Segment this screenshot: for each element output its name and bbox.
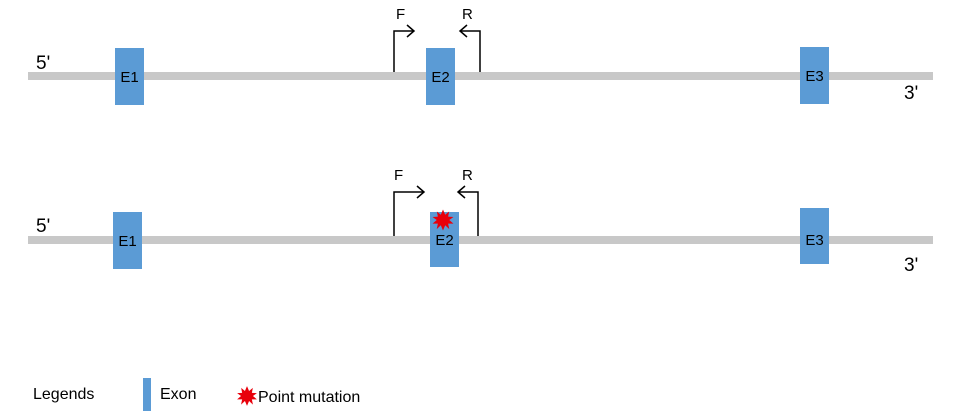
exon-box xyxy=(115,48,144,105)
exon-box xyxy=(800,208,829,264)
track-wild-type: 5' 3' E1 E2 E3 F R xyxy=(28,6,933,105)
reverse-primer: R xyxy=(458,6,481,72)
reverse-primer-label: R xyxy=(462,6,473,23)
three-prime-label: 3' xyxy=(904,255,918,276)
exon-label: E1 xyxy=(118,233,136,250)
three-prime-label: 3' xyxy=(904,83,918,104)
legend-title: Legends xyxy=(33,386,94,403)
forward-primer-arrow-icon xyxy=(393,24,416,72)
five-prime-label: 5' xyxy=(36,216,50,237)
exon-box xyxy=(800,47,829,104)
forward-primer-label: F xyxy=(396,6,405,23)
exon-e1: E1 xyxy=(115,48,144,105)
legend: Legends Exon Point mutation xyxy=(33,378,360,411)
track-mutant: 5' 3' E1 E2 E3 F R xyxy=(28,167,933,276)
point-mutation-icon xyxy=(432,209,454,231)
legend-mutation-label: Point mutation xyxy=(258,389,360,406)
exon-label: E3 xyxy=(805,68,823,85)
reverse-primer-label: R xyxy=(462,167,473,184)
exon-e3: E3 xyxy=(800,47,829,104)
forward-primer-label: F xyxy=(394,167,403,184)
legend-starburst-icon xyxy=(237,386,257,406)
exon-e2: E2 xyxy=(426,48,455,105)
exon-label: E1 xyxy=(120,69,138,86)
gene-line xyxy=(28,72,933,80)
exon-e2: E2 xyxy=(430,209,459,267)
exon-label: E3 xyxy=(805,232,823,249)
reverse-primer-arrow-icon xyxy=(458,24,481,72)
legend-exon-swatch xyxy=(143,378,151,411)
forward-primer: F xyxy=(393,167,426,236)
exon-e1: E1 xyxy=(113,212,142,269)
forward-primer: F xyxy=(393,6,416,72)
five-prime-label: 5' xyxy=(36,53,50,74)
exon-box xyxy=(113,212,142,269)
exon-label: E2 xyxy=(431,69,449,86)
reverse-primer-arrow-icon xyxy=(456,185,479,236)
exon-e3: E3 xyxy=(800,208,829,264)
gene-line xyxy=(28,236,933,244)
reverse-primer: R xyxy=(456,167,479,236)
forward-primer-arrow-icon xyxy=(393,185,426,236)
exon-box xyxy=(426,48,455,105)
legend-exon-label: Exon xyxy=(160,386,196,403)
exon-label: E2 xyxy=(435,232,453,249)
